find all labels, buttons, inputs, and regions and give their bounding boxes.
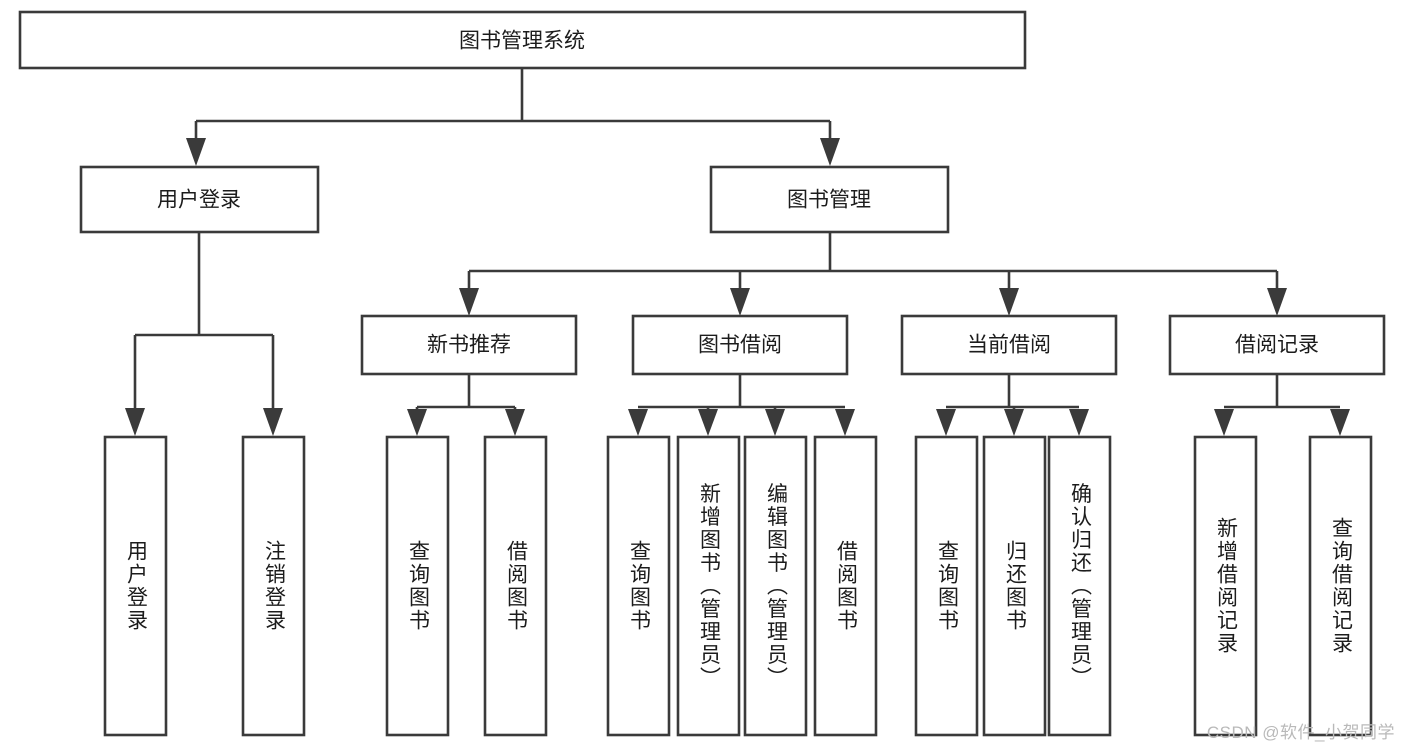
- leaf-current-borrow-confirm-return-label: 确认归还（管理员）: [1069, 483, 1093, 690]
- node-current-borrow[interactable]: 当前借阅: [900, 314, 1118, 376]
- node-user-login-label: 用户登录: [157, 189, 241, 212]
- connector-layer: [125, 68, 1350, 436]
- arrow-book-borrow-leaf-2: [698, 409, 718, 436]
- leaf-current-borrow-query-box: [914, 435, 979, 737]
- arrow-borrow-record-leaf-1: [1214, 409, 1234, 436]
- arrow-current-borrow-leaf-1: [936, 409, 956, 436]
- leaf-borrow-record-query-label: 查询借阅记录: [1330, 517, 1354, 655]
- leaf-book-borrow-query-box: [606, 435, 671, 737]
- node-root-box: [18, 10, 1027, 70]
- leaf-borrow-record-add-box: [1193, 435, 1258, 737]
- node-borrow-record-label: 借阅记录: [1235, 334, 1319, 357]
- leaf-book-borrow-query[interactable]: 查询图书: [606, 435, 671, 737]
- leaf-book-borrow-edit[interactable]: 编辑图书（管理员）: [743, 435, 808, 737]
- node-root-label: 图书管理系统: [459, 30, 585, 53]
- node-book-borrow-label: 图书借阅: [698, 334, 782, 357]
- leaf-book-borrow-borrow[interactable]: 借阅图书: [813, 435, 878, 737]
- arrow-borrow-record-leaf-2: [1330, 409, 1350, 436]
- arrow-current-borrow-leaf-2: [1004, 409, 1024, 436]
- arrow-book-borrow-leaf-3: [765, 409, 785, 436]
- node-current-borrow-label: 当前借阅: [967, 334, 1051, 357]
- leaf-book-borrow-edit-label: 编辑图书（管理员）: [765, 483, 789, 690]
- leaf-book-borrow-edit-box: [743, 435, 808, 737]
- arrow-to-borrow-record: [1267, 288, 1287, 316]
- leaf-user-login-logout[interactable]: 注销登录: [241, 435, 306, 737]
- leaf-new-book-query-box: [385, 435, 450, 737]
- arrow-to-current-borrow: [999, 288, 1019, 316]
- node-root-system[interactable]: 图书管理系统: [18, 10, 1027, 70]
- arrow-user-login-leaf-1: [125, 408, 145, 436]
- node-book-management[interactable]: 图书管理: [709, 165, 950, 234]
- arrow-to-book-borrow: [730, 288, 750, 316]
- leaf-current-borrow-return-box: [982, 435, 1047, 737]
- leaf-new-book-borrow[interactable]: 借阅图书: [483, 435, 548, 737]
- leaf-book-borrow-query-label: 查询图书: [628, 540, 652, 632]
- leaf-borrow-record-query-box: [1308, 435, 1373, 737]
- node-user-login[interactable]: 用户登录: [79, 165, 320, 234]
- node-book-management-label: 图书管理: [787, 189, 871, 212]
- node-book-borrow[interactable]: 图书借阅: [631, 314, 849, 376]
- leaf-current-borrow-return[interactable]: 归还图书: [982, 435, 1047, 737]
- leaf-borrow-record-add[interactable]: 新增借阅记录: [1193, 435, 1258, 737]
- arrow-to-user-login: [186, 138, 206, 166]
- arrow-user-login-leaf-2: [263, 408, 283, 436]
- leaf-new-book-borrow-box: [483, 435, 548, 737]
- arrow-new-book-leaf-2: [505, 409, 525, 436]
- arrow-to-book-mgmt: [820, 138, 840, 166]
- leaf-current-borrow-query[interactable]: 查询图书: [914, 435, 979, 737]
- leaf-new-book-query[interactable]: 查询图书: [385, 435, 450, 737]
- leaf-book-borrow-borrow-box: [813, 435, 878, 737]
- arrow-current-borrow-leaf-3: [1069, 409, 1089, 436]
- leaf-current-borrow-return-label: 归还图书: [1004, 540, 1028, 632]
- arrow-to-new-book: [459, 288, 479, 316]
- leaf-user-login-logout-box: [241, 435, 306, 737]
- node-new-book-recommend[interactable]: 新书推荐: [360, 314, 578, 376]
- node-new-book-recommend-label: 新书推荐: [427, 334, 511, 357]
- leaf-current-borrow-confirm-return-box: [1047, 435, 1112, 737]
- node-book-management-box: [709, 165, 950, 234]
- node-current-borrow-box: [900, 314, 1118, 376]
- node-user-login-box: [79, 165, 320, 234]
- leaf-current-borrow-confirm-return[interactable]: 确认归还（管理员）: [1047, 435, 1112, 737]
- leaf-user-login-logout-label: 注销登录: [263, 540, 287, 632]
- node-borrow-record[interactable]: 借阅记录: [1168, 314, 1386, 376]
- arrow-new-book-leaf-1: [407, 409, 427, 436]
- leaf-book-borrow-add[interactable]: 新增图书（管理员）: [676, 435, 741, 737]
- leaf-borrow-record-add-label: 新增借阅记录: [1215, 517, 1239, 655]
- node-borrow-record-box: [1168, 314, 1386, 376]
- leaf-borrow-record-query[interactable]: 查询借阅记录: [1308, 435, 1373, 737]
- leaf-book-borrow-add-box: [676, 435, 741, 737]
- leaf-new-book-query-label: 查询图书: [407, 540, 431, 632]
- leaf-new-book-borrow-label: 借阅图书: [505, 540, 529, 632]
- leaf-user-login-login[interactable]: 用户登录: [103, 435, 168, 737]
- leaf-user-login-login-label: 用户登录: [125, 540, 149, 632]
- leaf-book-borrow-borrow-label: 借阅图书: [835, 540, 859, 632]
- leaf-current-borrow-query-label: 查询图书: [936, 540, 960, 632]
- arrow-book-borrow-leaf-4: [835, 409, 855, 436]
- leaf-user-login-login-box: [103, 435, 168, 737]
- node-book-borrow-box: [631, 314, 849, 376]
- node-new-book-recommend-box: [360, 314, 578, 376]
- leaf-book-borrow-add-label: 新增图书（管理员）: [698, 483, 722, 690]
- arrow-book-borrow-leaf-1: [628, 409, 648, 436]
